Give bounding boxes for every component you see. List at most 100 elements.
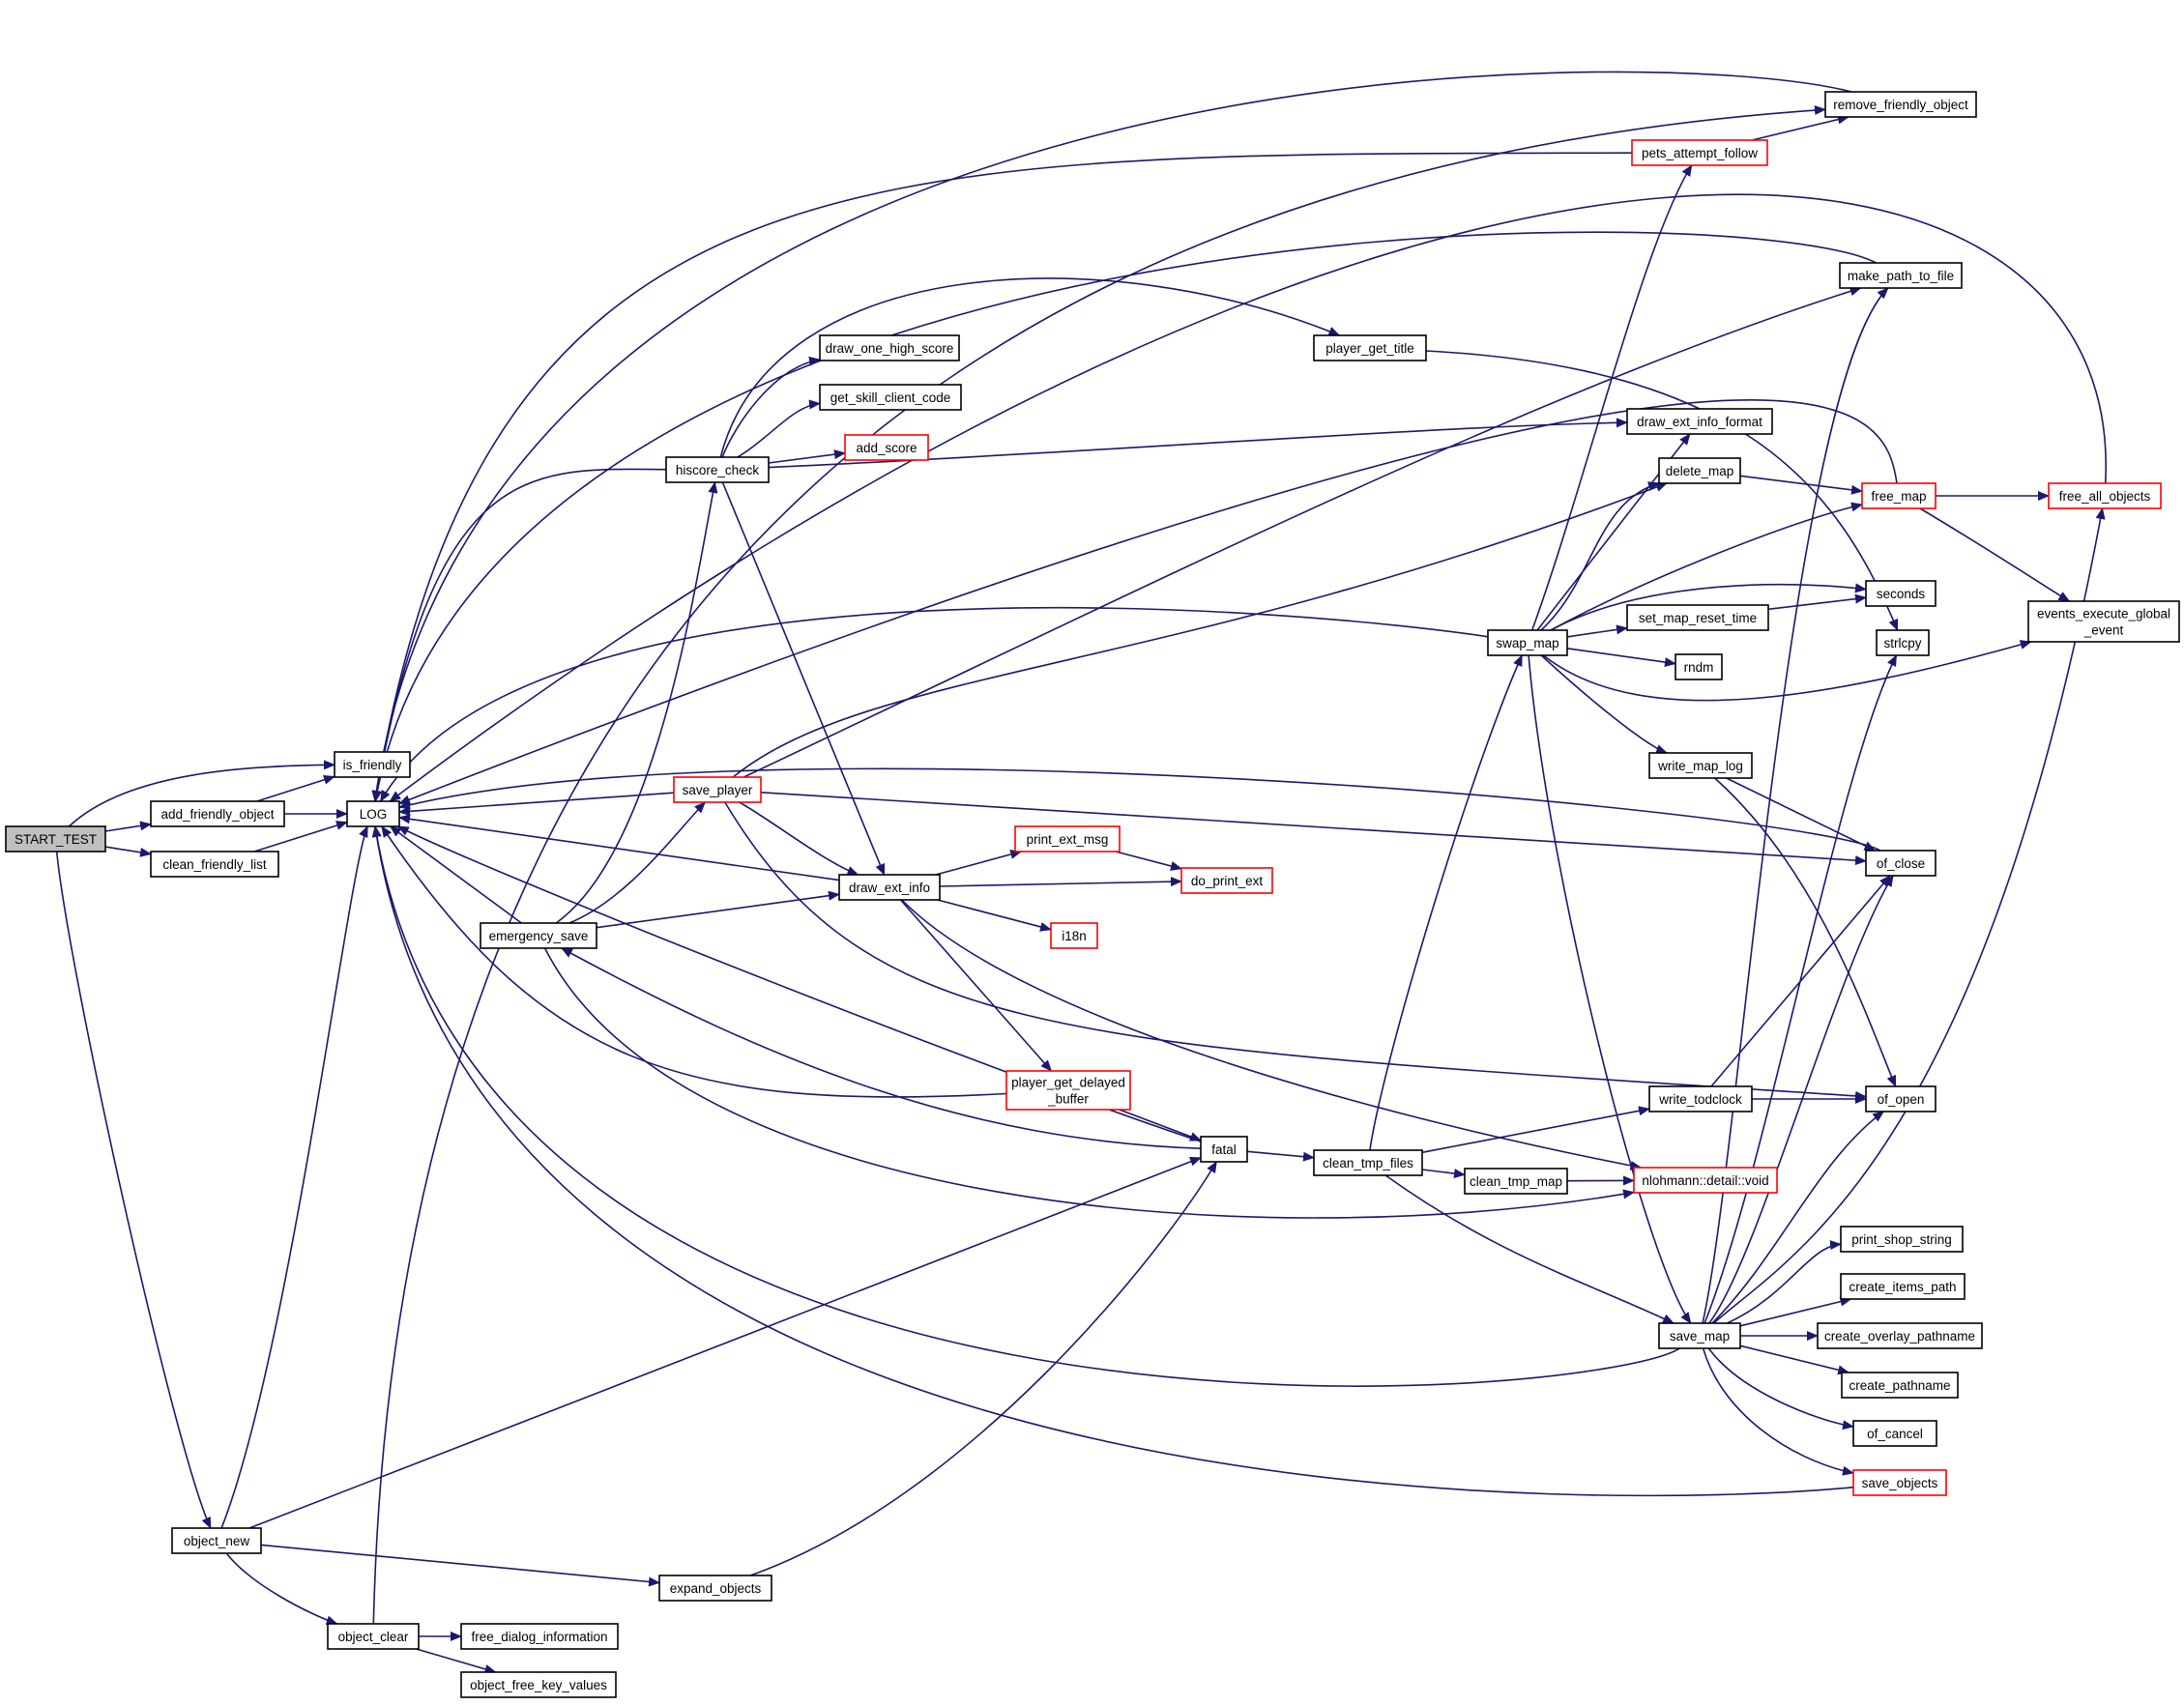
node-create-items-path[interactable]: create_items_path: [1840, 1273, 1966, 1300]
node-box[interactable]: [150, 851, 279, 878]
node-box[interactable]: [1633, 1167, 1778, 1194]
node-box[interactable]: [1876, 629, 1930, 656]
node-box[interactable]: [1005, 1070, 1131, 1111]
node-box[interactable]: [1648, 1085, 1753, 1113]
node-add-score[interactable]: add_score: [844, 434, 929, 461]
node-player-get-title[interactable]: player_get_title: [1313, 334, 1427, 361]
node-emergency-save[interactable]: emergency_save: [480, 922, 597, 949]
node-box[interactable]: [460, 1623, 619, 1650]
node-free-dialog-information[interactable]: free_dialog_information: [460, 1623, 619, 1650]
node-box[interactable]: [2027, 600, 2180, 643]
node-box[interactable]: [1852, 1420, 1937, 1447]
node-of-open[interactable]: of_open: [1865, 1085, 1936, 1113]
node-save-player[interactable]: save_player: [673, 776, 762, 803]
node-free-map[interactable]: free_map: [1861, 482, 1936, 509]
node-box[interactable]: [1865, 1085, 1936, 1113]
node-box[interactable]: [460, 1671, 617, 1698]
node-box[interactable]: [480, 922, 597, 949]
node-pets-attempt-follow[interactable]: pets_attempt_follow: [1631, 139, 1768, 166]
node-print-ext-msg[interactable]: print_ext_msg: [1014, 825, 1121, 852]
node-box[interactable]: [1840, 1226, 1964, 1253]
node-create-pathname[interactable]: create_pathname: [1841, 1372, 1959, 1399]
node-box[interactable]: [1626, 604, 1769, 631]
node-box[interactable]: [1674, 653, 1723, 680]
node-box[interactable]: [1852, 1469, 1947, 1496]
node-delete-map[interactable]: delete_map: [1658, 457, 1741, 484]
node-box[interactable]: [1180, 867, 1273, 894]
node-box[interactable]: [665, 456, 770, 483]
node-events-execute-global-event[interactable]: events_execute_global_event: [2027, 600, 2180, 643]
node-seconds[interactable]: seconds: [1865, 580, 1936, 607]
node-hiscore-check[interactable]: hiscore_check: [665, 456, 770, 483]
node-nlohmann-void[interactable]: nlohmann::detail::void: [1633, 1167, 1778, 1194]
node-box[interactable]: [1648, 752, 1753, 779]
node-box[interactable]: [1313, 1149, 1423, 1176]
node-object-clear[interactable]: object_clear: [327, 1623, 420, 1650]
node-free-all-objects[interactable]: free_all_objects: [2048, 482, 2162, 509]
node-expand-objects[interactable]: expand_objects: [658, 1575, 772, 1602]
node-box[interactable]: [2048, 482, 2162, 509]
node-box[interactable]: [1865, 850, 1936, 877]
node-box[interactable]: [1839, 262, 1963, 289]
node-box[interactable]: [171, 1527, 262, 1554]
node-start-test[interactable]: START_TEST: [5, 825, 106, 852]
node-draw-ext-info-format[interactable]: draw_ext_info_format: [1626, 408, 1773, 435]
node-box[interactable]: [334, 751, 411, 778]
node-do-print-ext[interactable]: do_print_ext: [1180, 867, 1273, 894]
node-box[interactable]: [5, 825, 106, 852]
node-player-get-delayed-buffer[interactable]: player_get_delayed_buffer: [1005, 1070, 1131, 1111]
node-remove-friendly-object[interactable]: remove_friendly_object: [1824, 91, 1977, 118]
node-clean-friendly-list[interactable]: clean_friendly_list: [150, 851, 279, 878]
node-box[interactable]: [1200, 1136, 1248, 1163]
node-save-objects[interactable]: save_objects: [1852, 1469, 1947, 1496]
node-draw-one-high-score[interactable]: draw_one_high_score: [819, 334, 960, 361]
node-box[interactable]: [838, 874, 941, 901]
node-is-friendly[interactable]: is_friendly: [334, 751, 411, 778]
node-log[interactable]: LOG: [346, 800, 400, 827]
node-of-close[interactable]: of_close: [1865, 850, 1936, 877]
node-strlcpy[interactable]: strlcpy: [1876, 629, 1930, 656]
node-print-shop-string[interactable]: print_shop_string: [1840, 1226, 1964, 1253]
node-box[interactable]: [346, 800, 400, 827]
node-box[interactable]: [1050, 922, 1098, 949]
node-fatal[interactable]: fatal: [1200, 1136, 1248, 1163]
node-write-todclock[interactable]: write_todclock: [1648, 1085, 1753, 1113]
node-save-map[interactable]: save_map: [1658, 1322, 1741, 1349]
node-box[interactable]: [1817, 1322, 1983, 1349]
node-box[interactable]: [1313, 334, 1427, 361]
node-rndm[interactable]: rndm: [1674, 653, 1723, 680]
node-add-friendly-object[interactable]: add_friendly_object: [150, 800, 285, 827]
node-box[interactable]: [673, 776, 762, 803]
node-box[interactable]: [1631, 139, 1768, 166]
node-box[interactable]: [1626, 408, 1773, 435]
node-box[interactable]: [1487, 629, 1568, 656]
node-box[interactable]: [1658, 457, 1741, 484]
node-box[interactable]: [1824, 91, 1977, 118]
node-box[interactable]: [1658, 1322, 1741, 1349]
node-object-new[interactable]: object_new: [171, 1527, 262, 1554]
node-draw-ext-info[interactable]: draw_ext_info: [838, 874, 941, 901]
node-box[interactable]: [1865, 580, 1936, 607]
node-box[interactable]: [819, 384, 962, 411]
node-clean-tmp-map[interactable]: clean_tmp_map: [1464, 1168, 1568, 1195]
node-box[interactable]: [658, 1575, 772, 1602]
node-swap-map[interactable]: swap_map: [1487, 629, 1568, 656]
node-box[interactable]: [819, 334, 960, 361]
node-box[interactable]: [327, 1623, 420, 1650]
node-write-map-log[interactable]: write_map_log: [1648, 752, 1753, 779]
node-object-free-key-values[interactable]: object_free_key_values: [460, 1671, 617, 1698]
node-set-map-reset-time[interactable]: set_map_reset_time: [1626, 604, 1769, 631]
node-i18n[interactable]: i18n: [1050, 922, 1098, 949]
node-clean-tmp-files[interactable]: clean_tmp_files: [1313, 1149, 1423, 1176]
node-of-cancel[interactable]: of_cancel: [1852, 1420, 1937, 1447]
node-make-path-to-file[interactable]: make_path_to_file: [1839, 262, 1963, 289]
node-box[interactable]: [150, 800, 285, 827]
node-box[interactable]: [1841, 1372, 1959, 1399]
node-box[interactable]: [1464, 1168, 1568, 1195]
node-box[interactable]: [1840, 1273, 1966, 1300]
node-box[interactable]: [1861, 482, 1936, 509]
node-box[interactable]: [844, 434, 929, 461]
node-get-skill-client-code[interactable]: get_skill_client_code: [819, 384, 962, 411]
node-box[interactable]: [1014, 825, 1121, 852]
node-create-overlay-pathname[interactable]: create_overlay_pathname: [1817, 1322, 1983, 1349]
